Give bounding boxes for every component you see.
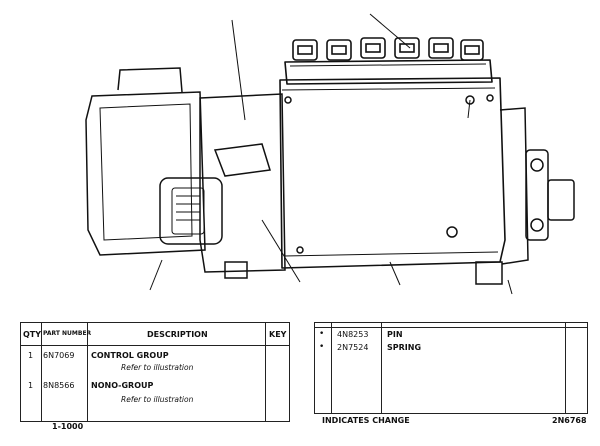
fitting-1: [292, 39, 318, 61]
row-2-part: 8N8566: [43, 381, 75, 390]
header-qty: QTY: [23, 330, 42, 339]
drive-shaft: [547, 179, 575, 221]
fitting-3: [360, 37, 386, 59]
right-row-2-part: 2N7524: [337, 343, 369, 352]
right-row-2-description: SPRING: [387, 343, 422, 352]
fitting-6: [460, 39, 484, 61]
header-key: KEY: [269, 330, 287, 339]
left-parts-table: QTY PART NUMBER DESCRIPTION KEY 1 6N7069…: [20, 322, 290, 422]
right-table-footnote: INDICATES CHANGE: [322, 416, 410, 425]
fitting-4: [394, 37, 420, 59]
pump-housing: [279, 77, 506, 269]
row-1-description: CONTROL GROUP: [91, 351, 169, 360]
control-group-body: [159, 177, 223, 245]
change-mark-1: •: [319, 329, 325, 339]
row-2-note: Refer to illustration: [121, 395, 194, 404]
mounting-foot-left: [224, 261, 248, 279]
mounting-foot-right: [475, 261, 503, 285]
right-row-1-description: PIN: [387, 330, 403, 339]
drawing-number: 2N6768: [552, 416, 587, 425]
right-row-1-part: 4N8253: [337, 330, 369, 339]
header-part-number: PART NUMBER: [43, 330, 92, 337]
control-lever: [213, 143, 271, 177]
top-manifold: [284, 59, 493, 85]
header-description: DESCRIPTION: [147, 330, 208, 339]
row-2-qty: 1: [28, 381, 34, 390]
row-1-qty: 1: [28, 351, 34, 360]
left-table-footnote: 1-1000: [52, 422, 84, 431]
governor-cover: [85, 91, 206, 256]
right-parts-table: 4N8253 PIN 2N7524 SPRING • •: [314, 322, 588, 414]
drive-flange: [525, 149, 549, 241]
injector-fittings: [292, 37, 484, 61]
change-mark-2: •: [319, 342, 325, 352]
fitting-2: [326, 39, 352, 61]
fitting-5: [428, 37, 454, 59]
row-1-note: Refer to illustration: [121, 363, 194, 372]
governor-housing: [199, 93, 286, 273]
row-1-part: 6N7069: [43, 351, 75, 360]
row-2-description: NONO-GROUP: [91, 381, 154, 390]
